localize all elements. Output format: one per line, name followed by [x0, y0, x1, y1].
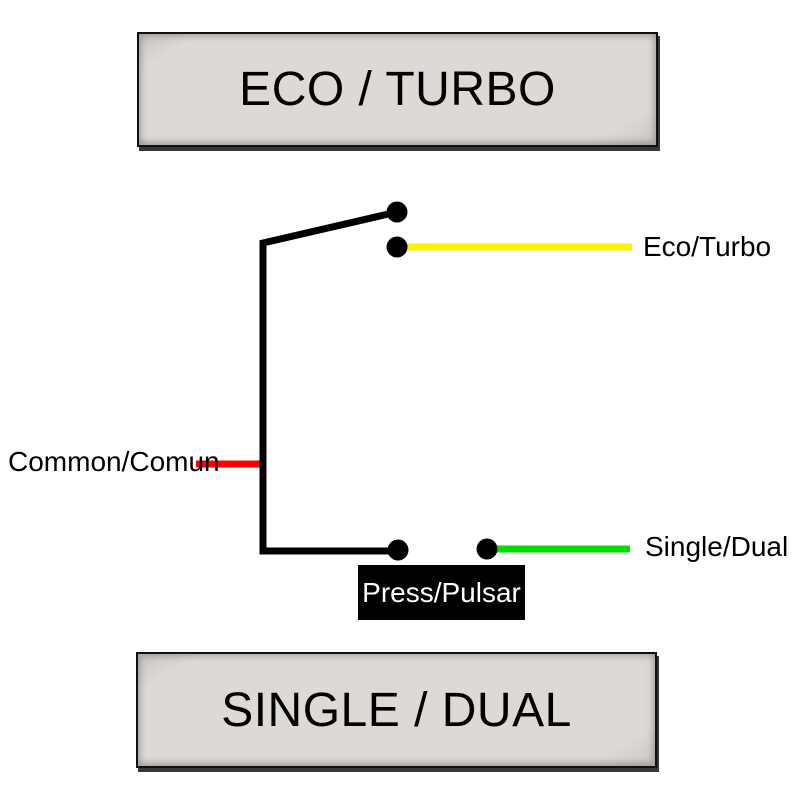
- single-dual-wire-label: Single/Dual: [645, 531, 789, 562]
- eco-turbo-terminal-dot: [386, 236, 408, 258]
- press-pulsar-box: Press/Pulsar: [358, 565, 525, 620]
- switch-lever-and-rail: [259, 208, 398, 555]
- eco-turbo-button-face: ECO / TURBO: [137, 32, 658, 147]
- eco-turbo-button-label: ECO / TURBO: [239, 63, 556, 116]
- lever-tip-terminal-dot: [386, 201, 408, 223]
- single-dual-button-face: SINGLE / DUAL: [136, 652, 657, 768]
- common-wire-label: Common/Comun: [8, 446, 220, 477]
- press-pulsar-label: Press/Pulsar: [362, 576, 521, 608]
- eco-turbo-wire-label: Eco/Turbo: [643, 231, 772, 262]
- common-side-terminal-dot: [387, 539, 409, 561]
- single-dual-button-label: SINGLE / DUAL: [221, 683, 572, 737]
- single-dual-terminal-dot: [476, 538, 498, 560]
